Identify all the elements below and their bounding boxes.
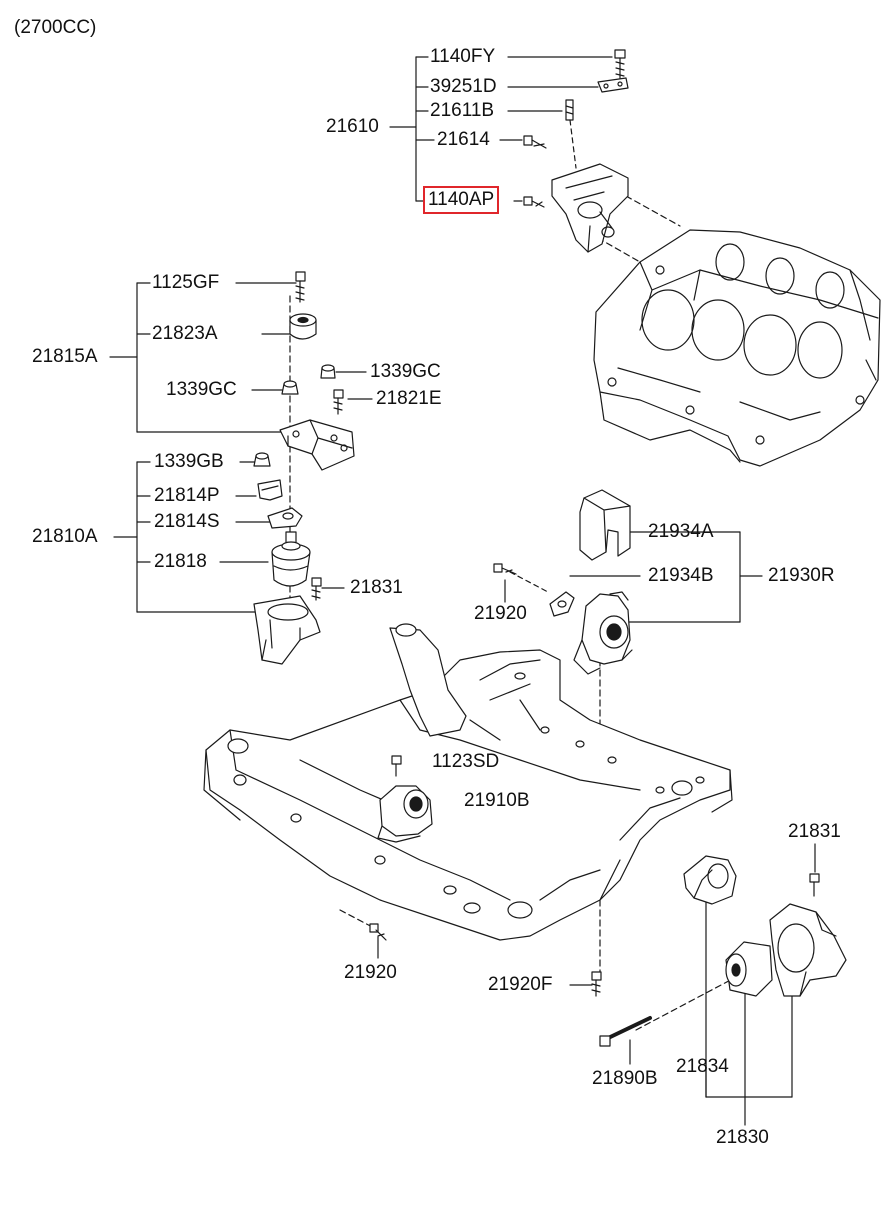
part-label-21930r[interactable]: 21930R (768, 565, 835, 586)
part-label-1339gc-left[interactable]: 1339GC (166, 379, 237, 400)
mount-21930r (573, 591, 633, 675)
nut-1339gc-right (320, 364, 336, 379)
part-label-21611b[interactable]: 21611B (430, 100, 495, 121)
bolt-21831-right (809, 873, 820, 897)
part-label-21920-top[interactable]: 21920 (474, 603, 527, 624)
nut-1339gc-left (281, 380, 299, 395)
subframe-crossmember (203, 623, 733, 941)
mount-21910b (377, 785, 433, 843)
bolt-21821e (333, 389, 344, 415)
part-label-21610[interactable]: 21610 (326, 116, 379, 137)
part-label-21818[interactable]: 21818 (154, 551, 207, 572)
insulator-21830 (725, 941, 773, 997)
bushing-21823a (289, 313, 317, 340)
bolt-1123sd (391, 755, 402, 777)
part-label-21815a[interactable]: 21815A (32, 346, 98, 367)
stud-21611b (565, 99, 577, 169)
bolt-1125gf (295, 271, 306, 303)
part-label-21890b[interactable]: 21890B (592, 1068, 658, 1089)
bolt-21614 (523, 135, 547, 149)
bracket-21834 (683, 855, 737, 905)
bolt-21831-mid (311, 577, 322, 601)
plate-21814s (267, 507, 303, 529)
part-label-21934b[interactable]: 21934B (648, 565, 714, 586)
bolt-21920f (591, 971, 602, 997)
part-label-39251d[interactable]: 39251D (430, 76, 497, 97)
part-label-1140fy[interactable]: 1140FY (430, 46, 496, 67)
bolt-21920-bottom (369, 923, 387, 941)
part-label-21814p[interactable]: 21814P (154, 485, 220, 506)
part-label-1125gf[interactable]: 1125GF (152, 272, 220, 293)
bolt-21890b (599, 1016, 652, 1047)
nut-1339gb (253, 452, 271, 467)
bolt-21920-top (493, 563, 517, 575)
insulator-21818 (271, 531, 311, 587)
engine-code-label: (2700CC) (14, 17, 97, 38)
housing-21830 (769, 903, 847, 997)
part-label-1140ap-highlighted[interactable]: 1140AP (422, 186, 500, 214)
part-label-21831-mid[interactable]: 21831 (350, 577, 403, 598)
part-label-21810a[interactable]: 21810A (32, 526, 98, 547)
part-label-21934a[interactable]: 21934A (648, 521, 714, 542)
bracket-21814p (257, 479, 283, 501)
bolt-1140fy (614, 49, 626, 79)
part-label-21920-bottom[interactable]: 21920 (344, 962, 397, 983)
engine-bracket-21610 (551, 163, 629, 253)
part-label-21831-right[interactable]: 21831 (788, 821, 841, 842)
cover-21934a (579, 489, 631, 561)
part-label-21823a[interactable]: 21823A (152, 323, 218, 344)
part-label-21614[interactable]: 21614 (437, 129, 490, 150)
part-label-1339gb[interactable]: 1339GB (154, 451, 224, 472)
engine-block (593, 229, 881, 467)
leader-lines (109, 56, 816, 1126)
bolt-1140ap (523, 196, 545, 208)
part-label-21834[interactable]: 21834 (676, 1056, 729, 1077)
washer-21934b (549, 591, 575, 617)
part-label-21814s[interactable]: 21814S (154, 511, 220, 532)
bracket-21810a (253, 595, 321, 665)
part-label-1339gc-right[interactable]: 1339GC (370, 361, 441, 382)
part-label-21830[interactable]: 21830 (716, 1127, 769, 1148)
part-label-1123sd[interactable]: 1123SD (432, 751, 500, 772)
part-label-21821e[interactable]: 21821E (376, 388, 442, 409)
bracket-21815a (279, 419, 355, 471)
clip-39251d (597, 77, 629, 93)
part-label-21910b[interactable]: 21910B (464, 790, 530, 811)
part-label-21920f[interactable]: 21920F (488, 974, 553, 995)
